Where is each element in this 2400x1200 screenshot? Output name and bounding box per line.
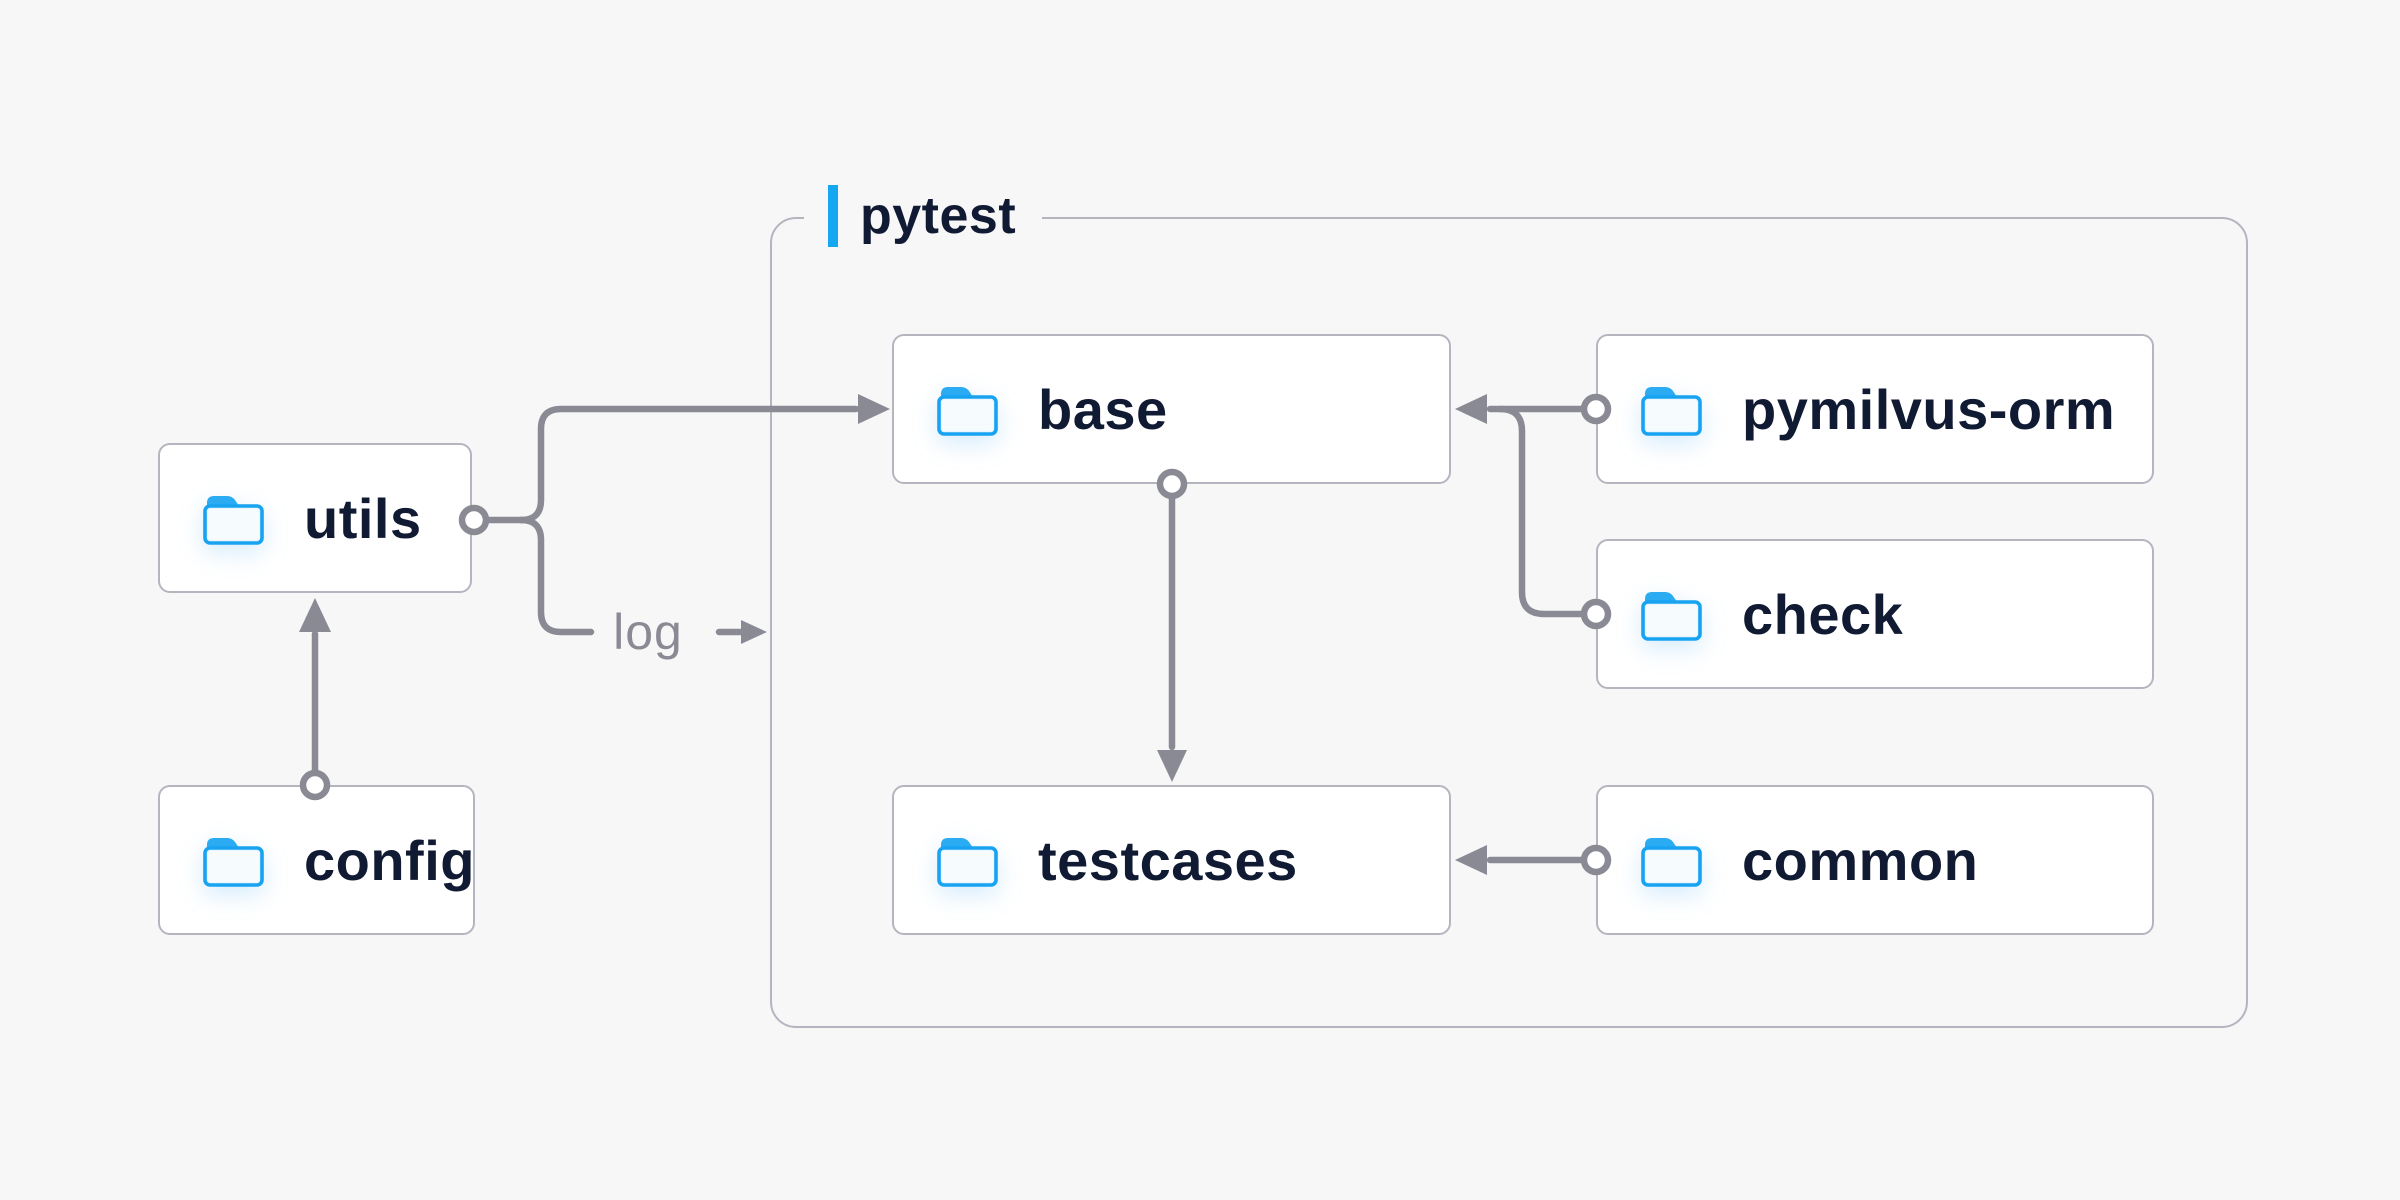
edge-utils-log — [517, 516, 595, 636]
node-label: check — [1742, 582, 1904, 646]
node-label: base — [1038, 377, 1168, 441]
folder-icon — [1641, 592, 1702, 641]
node-testcases: testcases — [892, 785, 1451, 935]
accent-bar-icon — [828, 185, 838, 247]
folder-icon — [203, 838, 264, 887]
folder-icon — [203, 496, 264, 545]
pytest-group-container — [770, 217, 2248, 1028]
node-pymilvus-orm: pymilvus-orm — [1596, 334, 2154, 484]
folder-icon — [1641, 387, 1702, 436]
pytest-group-label: pytest — [804, 185, 1043, 247]
edge-label-log: log — [613, 604, 683, 660]
folder-icon — [1641, 838, 1702, 887]
node-config: config — [158, 785, 475, 935]
arrowhead-into-utils — [299, 598, 331, 632]
node-label: config — [304, 828, 475, 892]
arrowhead-log-right — [741, 620, 767, 644]
pytest-group-title: pytest — [860, 187, 1017, 245]
node-label: common — [1742, 828, 1979, 892]
node-label: testcases — [1038, 828, 1298, 892]
node-utils: utils — [158, 443, 472, 593]
folder-icon — [937, 838, 998, 887]
node-common: common — [1596, 785, 2154, 935]
folder-icon — [937, 387, 998, 436]
node-check: check — [1596, 539, 2154, 689]
node-label: pymilvus-orm — [1742, 377, 2116, 441]
node-label: utils — [304, 486, 422, 550]
node-base: base — [892, 334, 1451, 484]
